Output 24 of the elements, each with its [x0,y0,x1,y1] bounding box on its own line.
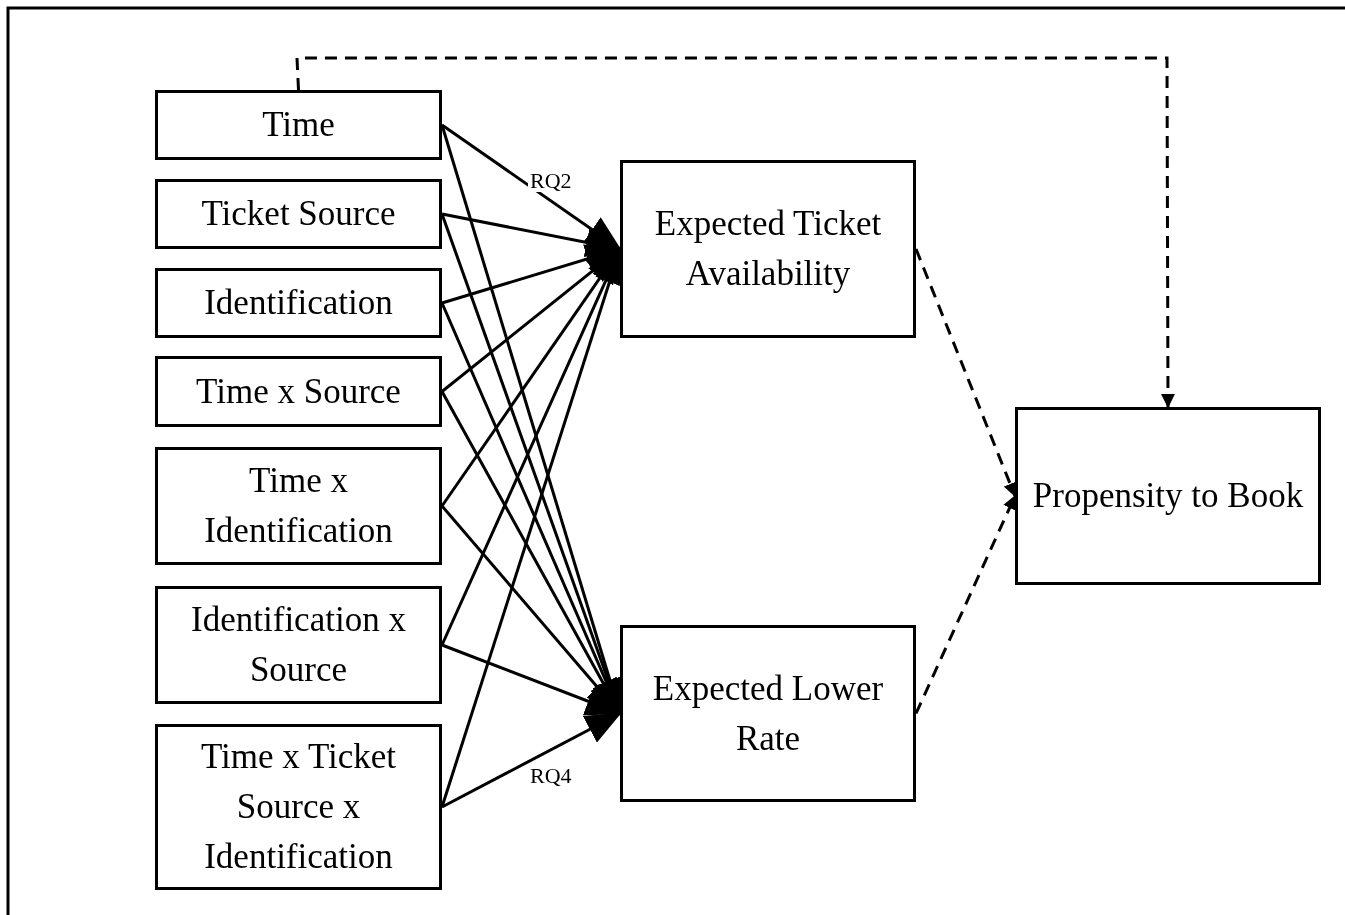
variable-box [155,586,442,704]
node-text: Time [262,104,335,147]
variable-box [155,268,442,338]
variable-box [620,625,916,802]
arrow [441,712,622,809]
node-text: Identification x Source [190,599,407,691]
variable-box [155,179,442,249]
variable-box [155,724,442,890]
variable-box [155,90,442,160]
variable-box [155,356,442,427]
arrow [914,495,1017,715]
arrow [914,248,1017,497]
node-text: Time x Ticket Source x Identification [199,736,398,878]
node-text: Time x Identification [203,460,394,552]
node-text: Expected Ticket Availability [653,203,883,295]
node-text: Identification [204,282,393,325]
node-text: Time x Source [196,370,401,413]
node-text: Expected Lower Rate [651,667,885,760]
variable-box [1015,407,1321,585]
variable-box [620,160,916,338]
node-text: Propensity to Book [1032,475,1304,518]
arrow [295,56,1175,408]
variable-box [155,447,442,565]
node-text: Ticket Source [201,193,396,236]
